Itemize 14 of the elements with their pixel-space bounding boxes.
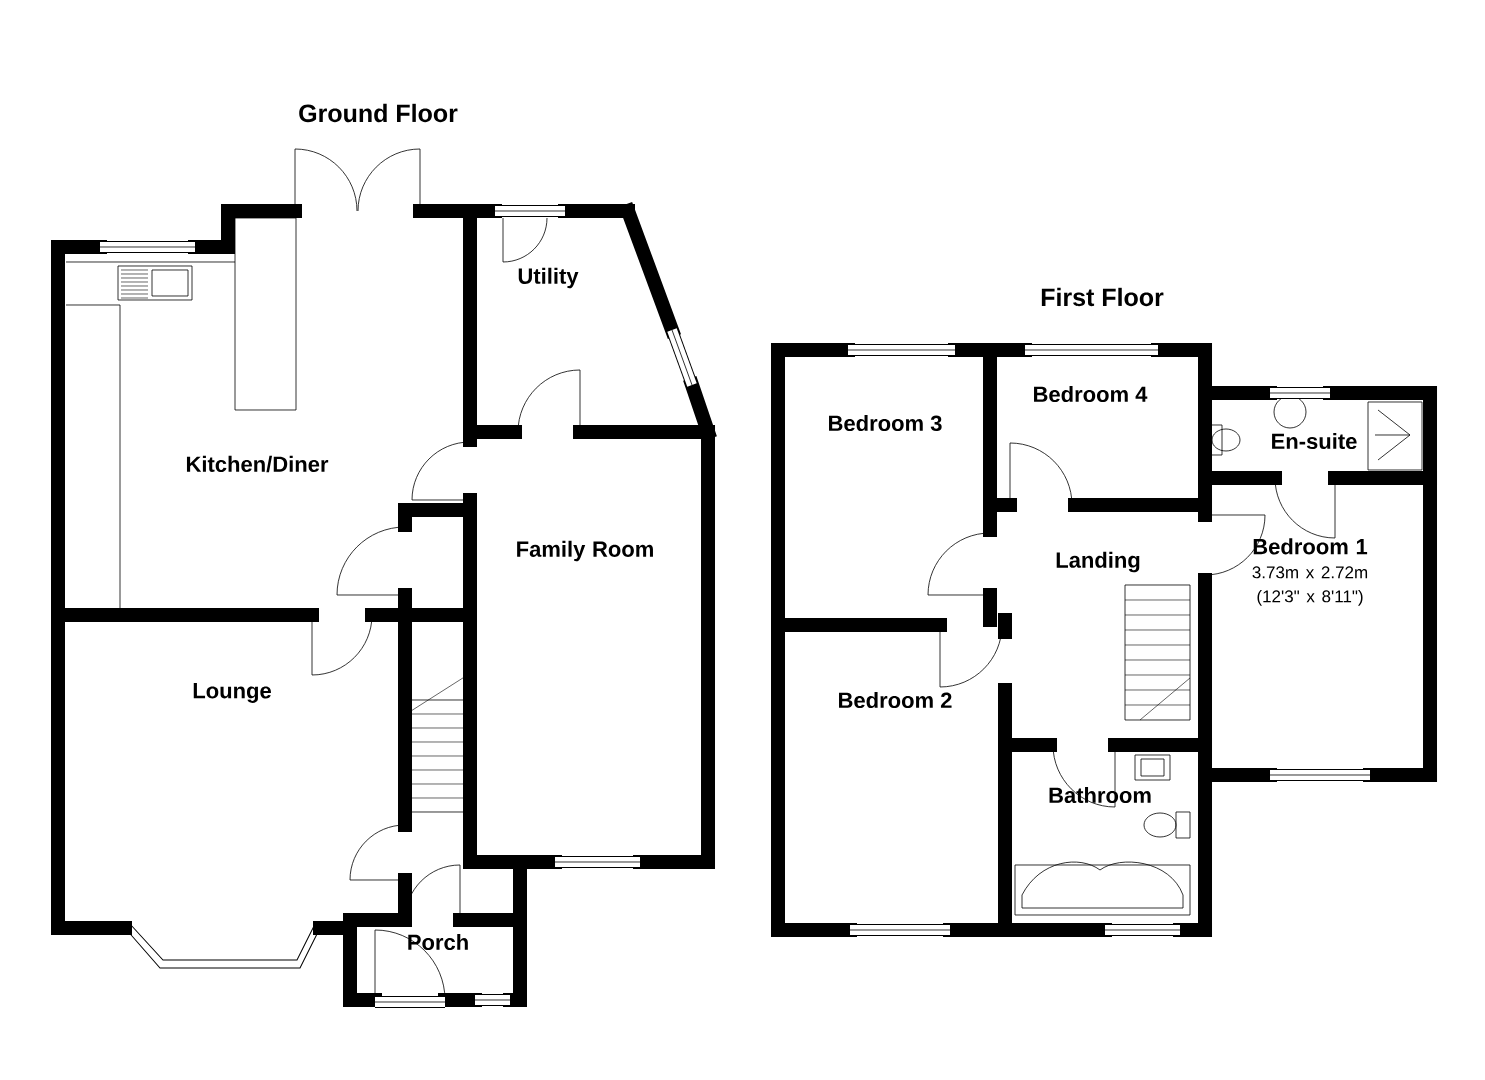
room-label: Landing: [1056, 551, 1140, 573]
room-label: Family Room: [517, 540, 653, 562]
room-label: Kitchen/Diner: [186, 455, 329, 473]
floor-heading: Ground Floor: [299, 103, 458, 123]
room-label: Utility: [518, 267, 579, 289]
room-label: Bedroom 2: [839, 691, 952, 709]
room-label: Bedroom 1 3.73m x 2.72m (12'3" x 8'11"): [1252, 538, 1368, 606]
room-label: Porch: [408, 933, 468, 951]
floor-heading: First Floor: [1041, 287, 1164, 307]
room-label: Lounge: [193, 683, 271, 703]
room-label: En-suite: [1272, 432, 1357, 450]
room-label: Bathroom: [1049, 786, 1151, 804]
room-label: Bedroom 3: [829, 414, 942, 432]
room-label: Bedroom 4: [1034, 385, 1148, 403]
